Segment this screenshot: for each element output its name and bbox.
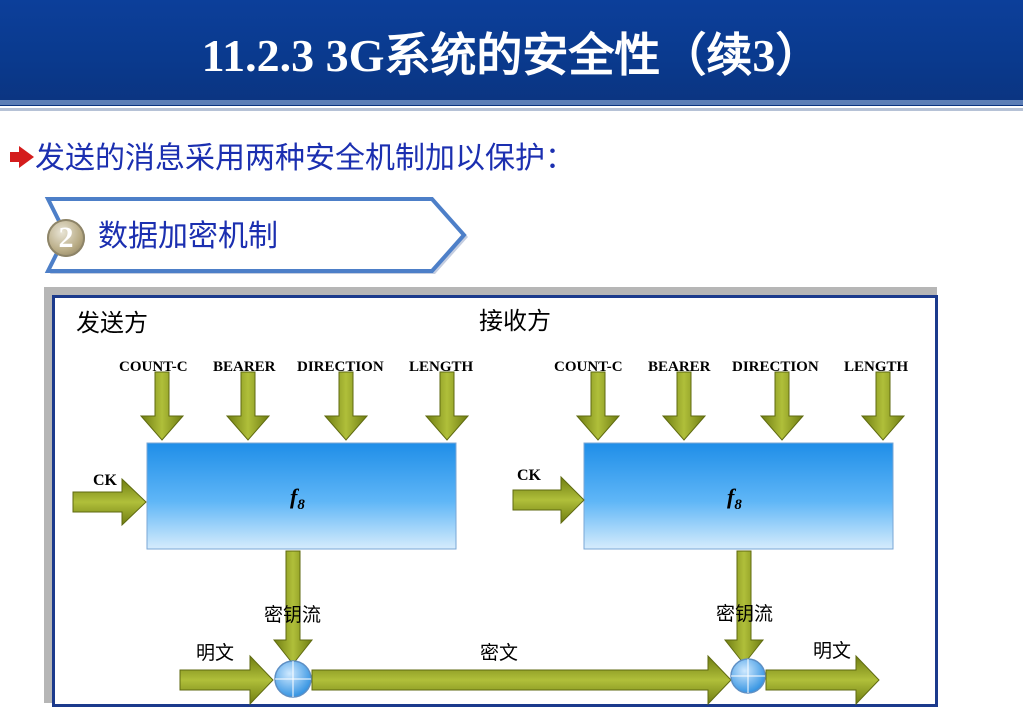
receiver-input-direction: DIRECTION <box>732 359 819 375</box>
receiver-input-length: LENGTH <box>844 359 909 375</box>
page-title: 11.2.3 3G系统的安全性（续3） <box>201 30 822 81</box>
receiver-f8-box <box>583 442 894 550</box>
bullet-arrow-icon <box>10 146 34 168</box>
receiver-input-bearer: BEARER <box>648 359 711 375</box>
sender-keystream-label: 密钥流 <box>264 604 321 626</box>
plaintext-label: 明文 <box>196 642 234 664</box>
plaintext-out-arrow <box>765 654 880 706</box>
receiver-keystream-arrow <box>723 550 765 665</box>
receiver-input-arrows <box>575 371 906 441</box>
receiver-arrow-bearer <box>661 371 707 441</box>
title-divider <box>0 100 1023 105</box>
receiver-keystream-label: 密钥流 <box>716 603 773 625</box>
receiver-xor-icon <box>730 658 766 694</box>
receiver-input-count-c: COUNT-C <box>554 359 623 375</box>
sender-ck-arrow <box>72 477 147 527</box>
receiver-label: 接收方 <box>479 308 551 335</box>
receiver-ck-arrow <box>512 475 585 525</box>
sender-xor-icon <box>274 660 312 698</box>
receiver-f8-label: f8 <box>727 484 742 513</box>
sender-f8-box <box>146 442 457 550</box>
sender-arrow-length <box>424 371 470 441</box>
title-bar <box>0 0 1023 106</box>
sender-input-direction: DIRECTION <box>297 359 384 375</box>
sender-arrow-count-c <box>139 371 185 441</box>
sender-input-arrows <box>139 371 470 441</box>
sender-input-count-c: COUNT-C <box>119 359 188 375</box>
section-label-box <box>44 197 468 274</box>
sender-ck-label: CK <box>93 472 118 489</box>
sender-input-length: LENGTH <box>409 359 474 375</box>
receiver-arrow-length <box>860 371 906 441</box>
sender-arrow-bearer <box>225 371 271 441</box>
plaintext-out-label: 明文 <box>813 640 851 662</box>
sender-keystream-arrow <box>272 550 314 665</box>
bullet-text: 发送的消息采用两种安全机制加以保护： <box>35 141 575 176</box>
receiver-ck-label: CK <box>517 467 542 484</box>
receiver-arrow-direction <box>759 371 805 441</box>
sender-f8-label: f8 <box>290 484 305 513</box>
sender-label: 发送方 <box>76 310 148 337</box>
sender-arrow-direction <box>323 371 369 441</box>
receiver-arrow-count-c <box>575 371 621 441</box>
ciphertext-arrow <box>311 654 732 706</box>
title-divider-light <box>0 108 1023 111</box>
sender-input-bearer: BEARER <box>213 359 276 375</box>
ciphertext-label: 密文 <box>480 642 518 664</box>
section-label: 数据加密机制 <box>98 219 278 254</box>
section-number-badge: 2 <box>47 219 85 257</box>
plaintext-in-arrow <box>179 654 274 706</box>
